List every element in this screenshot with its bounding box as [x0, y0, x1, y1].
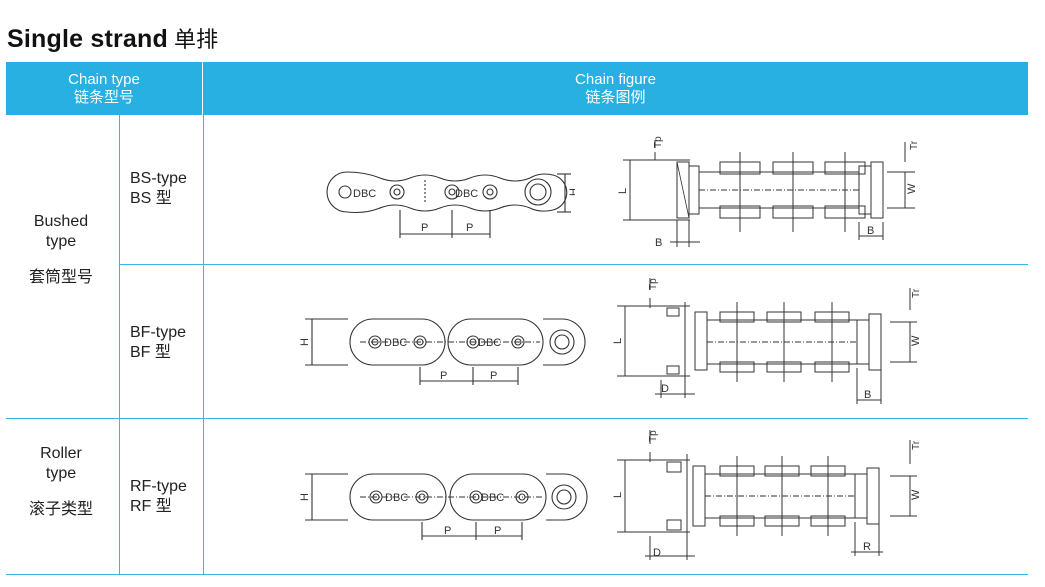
bs-front-view: DBC DBC P P H	[326, 171, 575, 238]
pitch-label: P	[421, 222, 428, 234]
category-roller-en1: Roller	[40, 445, 82, 462]
d-label: D	[653, 547, 661, 559]
b-label: B	[867, 225, 874, 237]
row-bf-type-cn: BF 型	[130, 344, 171, 361]
pitch-label: P	[494, 525, 501, 537]
height-label: H	[300, 338, 311, 346]
category-roller: Roller type 滚子类型	[6, 444, 116, 520]
row-bf-type-en: BF-type	[130, 324, 187, 341]
pitch-label: P	[466, 222, 473, 234]
row-rf-type-en: RF-type	[130, 478, 187, 495]
grid-hline-3	[6, 574, 1028, 575]
category-roller-cn: 滚子类型	[28, 501, 93, 518]
header-chain-type-cn: 链条型号	[73, 88, 134, 106]
page-title-cn: 单排	[173, 27, 219, 52]
tp-label: Tp	[648, 430, 659, 442]
b-label: B	[864, 389, 871, 401]
dbc-label: DBC	[455, 188, 478, 200]
header-chain-figure: Chain figure 链条图例	[203, 62, 1028, 115]
category-bushed-en2: type	[45, 233, 77, 250]
length-label: L	[612, 492, 624, 498]
tr-label: Tr	[911, 288, 922, 298]
header-chain-figure-en: Chain figure	[575, 70, 656, 88]
grid-vline-type	[119, 115, 120, 575]
header-chain-type: Chain type 链条型号	[6, 62, 202, 115]
width-label: W	[910, 335, 922, 346]
pitch-label: P	[444, 525, 451, 537]
d-label: D	[661, 383, 669, 395]
dbc-label: DBC	[384, 337, 407, 349]
row-bf-type: BF-type BF 型	[130, 323, 186, 363]
dbc-label: DBC	[481, 492, 504, 504]
rf-side-view: L Tp D R W Tr	[612, 430, 922, 560]
dbc-label: DBC	[478, 337, 501, 349]
row-bs-type: BS-type BS 型	[130, 169, 187, 209]
row-bs-type-en: BS-type	[130, 170, 187, 187]
page-title-en: Single strand	[7, 25, 168, 53]
dbc-label: DBC	[385, 492, 408, 504]
b-label: B	[655, 237, 662, 249]
bs-side-view: L Tp B B W Tr	[617, 136, 920, 249]
category-bushed-en1: Bushed	[33, 213, 89, 230]
length-label: L	[612, 338, 624, 344]
category-bushed-cn: 套筒型号	[28, 269, 93, 286]
pitch-label: P	[440, 370, 447, 382]
tp-label: Tp	[648, 278, 659, 290]
length-label: L	[617, 188, 629, 194]
height-label: H	[300, 493, 311, 501]
pitch-label: P	[490, 370, 497, 382]
header-chain-figure-cn: 链条图例	[585, 88, 646, 106]
grid-vline-figure	[203, 115, 204, 575]
grid-hline-2	[6, 418, 1028, 419]
header-chain-type-en: Chain type	[68, 70, 140, 88]
width-label: W	[910, 489, 922, 500]
tr-label: Tr	[909, 140, 920, 150]
category-bushed: Bushed type 套筒型号	[6, 212, 116, 288]
bf-front-view: DBC DBC P P H	[300, 318, 586, 385]
tr-label: Tr	[911, 440, 922, 450]
r-label: R	[863, 541, 871, 553]
dbc-label: DBC	[353, 188, 376, 200]
tp-label: Tp	[653, 136, 664, 148]
height-label: H	[568, 188, 575, 196]
row-rf-type: RF-type RF 型	[130, 477, 187, 517]
grid-hline-1	[119, 264, 1028, 265]
rf-front-view: DBC DBC P P H	[300, 473, 588, 540]
category-roller-en2: type	[45, 465, 77, 482]
bf-side-view: L Tp D B W Tr	[612, 278, 922, 404]
row-bs-type-cn: BS 型	[130, 190, 172, 207]
row-rf-type-cn: RF 型	[130, 498, 172, 515]
width-label: W	[906, 183, 918, 194]
